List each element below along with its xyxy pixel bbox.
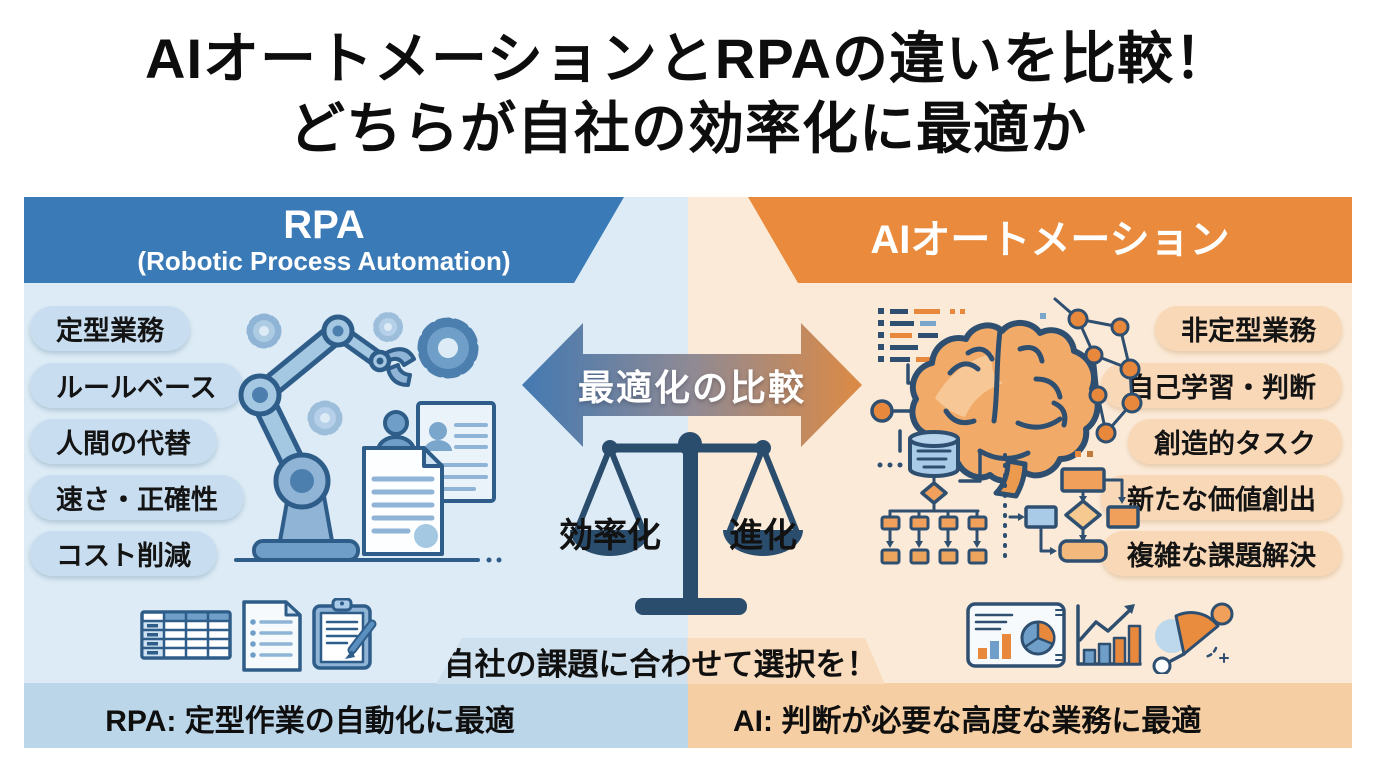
ai-footer-band — [688, 683, 1352, 748]
rpa-header-banner: RPA (Robotic Process Automation) — [24, 197, 624, 283]
robot-arm-gears-icon — [234, 312, 502, 563]
robot-arm-illustration — [230, 293, 522, 595]
brain-network-icon — [870, 297, 1143, 567]
checklist-document-icon — [242, 600, 302, 672]
growth-chart-icon — [1076, 604, 1142, 666]
page-title: AIオートメーションとRPAの違いを比較！ どちらが自社の効率化に最適か — [0, 24, 1376, 164]
title-line-1: AIオートメーションとRPAの違いを比較！ — [145, 27, 1231, 90]
gear-icon — [246, 313, 282, 349]
rpa-feature-pill: ルールベース — [30, 363, 243, 408]
rpa-header-subtitle: (Robotic Process Automation) — [137, 246, 511, 276]
dashboard-chart-icon — [966, 602, 1066, 668]
person-icon — [376, 410, 416, 453]
rpa-feature-pill: 人間の代替 — [30, 419, 217, 464]
rpa-feature-pill: コスト削減 — [30, 531, 217, 576]
title-line-2: どちらが自社の効率化に最適か — [289, 97, 1087, 160]
balance-scale — [555, 430, 825, 620]
ai-feature-pill: 創造的タスク — [1128, 419, 1342, 464]
scale-right-label: 進化 — [729, 517, 797, 555]
rpa-feature-pill: 速さ・正確性 — [30, 475, 244, 520]
gear-icon — [373, 312, 403, 342]
comparison-arrow-label: 最適化の比較 — [577, 367, 806, 408]
spreadsheet-table-icon — [140, 610, 232, 660]
rpa-header-title: RPA — [283, 203, 365, 247]
strategy-compass-icon — [1152, 602, 1234, 676]
ai-header-title: AIオートメーション — [870, 218, 1230, 262]
ai-feature-pill: 非定型業務 — [1155, 306, 1342, 351]
ai-feature-pill: 複雑な課題解決 — [1101, 531, 1342, 576]
rpa-bottom-icons — [140, 597, 380, 674]
scale-left-label: 効率化 — [559, 517, 661, 555]
ai-bottom-icons — [966, 598, 1246, 676]
ai-brain-illustration — [850, 293, 1150, 595]
balance-scale-icon — [570, 432, 803, 615]
ai-feature-pill: 自己学習・判断 — [1101, 363, 1342, 408]
rpa-footer-band — [24, 683, 688, 748]
rpa-feature-pill: 定型業務 — [30, 306, 190, 351]
rpa-footer-text: RPA: 定型作業の自動化に最適 — [105, 705, 515, 738]
flowchart-icon — [1008, 467, 1140, 563]
document-icon — [362, 446, 444, 556]
double-arrow-icon — [522, 323, 862, 447]
gear-icon — [417, 317, 479, 379]
gear-icon — [307, 400, 343, 436]
ai-feature-pill: 新たな価値創出 — [1101, 475, 1342, 520]
robot-arm-icon — [238, 314, 416, 562]
clipboard-pencil-icon — [312, 597, 377, 670]
selection-note: 自社の課題に合わせて選択を！ — [436, 638, 885, 684]
ai-header-banner: AIオートメーション — [748, 197, 1352, 283]
neural-network-icon — [1053, 297, 1143, 444]
ai-footer-text: AI: 判断が必要な高度な業務に最適 — [733, 705, 1202, 738]
database-tree-icon — [880, 430, 988, 565]
comparison-arrow: 最適化の比較 — [522, 323, 862, 447]
